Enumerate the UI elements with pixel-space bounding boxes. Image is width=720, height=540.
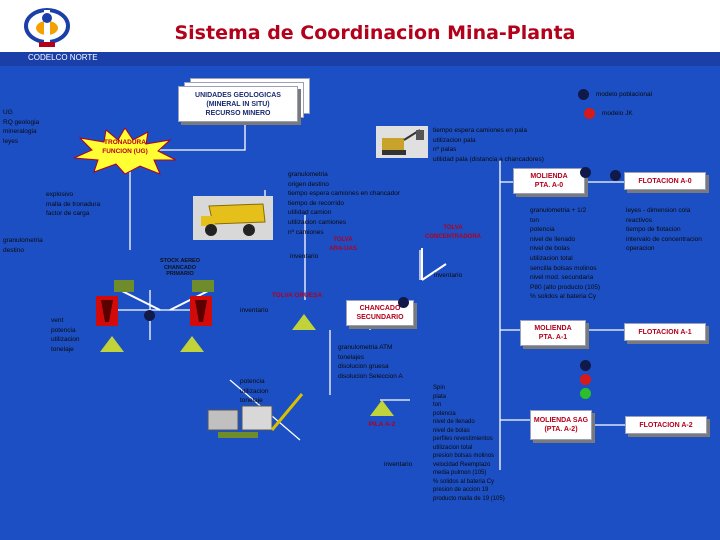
codelco-logo xyxy=(22,6,72,50)
sag-dot-navy xyxy=(580,360,591,371)
inventario-3: inventario xyxy=(434,272,463,279)
haul-truck-icon xyxy=(193,196,273,240)
flotacion-a0-note: leyes - dimension cola reactivos tiempo … xyxy=(626,207,702,253)
legend-poblacional: modelo poblacional xyxy=(596,91,653,98)
pile-1-icon xyxy=(292,314,316,330)
page-title: Sistema de Coordinacion Mina-Planta xyxy=(174,22,576,44)
sag-note: Spin plata ton potencia nivel de llenado… xyxy=(433,385,505,502)
tolva-ara-label: TOLVA ARA-UAS xyxy=(329,237,357,252)
pile-2-icon xyxy=(100,336,124,352)
concentradora-conveyor-icon xyxy=(421,248,447,281)
molienda-sag-box[interactable]: MOLIENDA SAG (PTA. A-2) xyxy=(530,410,592,440)
pila-a2-label: PILA A-2 xyxy=(368,421,396,428)
legend-jk: modelo JK xyxy=(602,110,633,117)
org-bar: CODELCO NORTE xyxy=(0,52,720,66)
geologic-units-box[interactable]: UNIDADES GEOLOGICAS (MINERAL IN SITU) RE… xyxy=(178,86,298,122)
chancado-dot xyxy=(398,297,409,308)
tronadura-burst-icon xyxy=(73,127,177,175)
tronadura-label: TRONADURA FUNCION (UG) xyxy=(102,139,148,155)
molienda-a0-box[interactable]: MOLIENDA PTA. A-0 xyxy=(513,168,585,194)
explosivo-note: explosivo malla de tronadura factor de c… xyxy=(46,191,101,218)
shovel-icon xyxy=(376,126,428,158)
flotacion-a1-box[interactable]: FLOTACION A-1 xyxy=(624,323,706,341)
legend-dot-poblacional xyxy=(578,89,589,100)
pila-a2-icon xyxy=(370,400,394,416)
molienda-a1-box[interactable]: MOLIENDA PTA. A-1 xyxy=(520,320,586,346)
inventario-1: inventario xyxy=(290,253,319,260)
camion-note: granulometria origen destino tiempo espe… xyxy=(288,171,401,236)
chancado-left-note: vent potencia utilizacion tonelaje xyxy=(51,317,80,353)
pala-note: tiempo espera camiones en pala utilizaci… xyxy=(433,127,544,163)
legend-dot-jk xyxy=(584,108,595,119)
org-label: CODELCO NORTE xyxy=(28,53,98,62)
inventario-4: inventario xyxy=(384,461,413,468)
granulometria-note: granulometria destino xyxy=(3,237,43,254)
tolva-gruesa-label: TOLVA GRUESA xyxy=(271,292,323,299)
crusher-2-icon xyxy=(190,296,212,326)
sag-dot-green xyxy=(580,388,591,399)
crusher-1-icon xyxy=(96,296,118,326)
molienda-a0-note: granulometria + 1/2 ton potencia nivel d… xyxy=(530,207,601,301)
chancado-bottom-note: potencia utilizacion tonelaje xyxy=(240,378,269,405)
crusher-dot xyxy=(144,310,155,321)
logo-graphic xyxy=(24,8,70,47)
ug-note: UG RQ geologia mineralogia leyes xyxy=(3,109,40,145)
flotacion-a0-dot xyxy=(610,170,621,181)
tolva-conc-label: TOLVA CONCENTRADORA xyxy=(425,225,481,240)
stock-aereo-label: STOCK AEREO CHANCADO PRIMARIO xyxy=(159,258,201,277)
conveyor-network-icon xyxy=(114,280,214,311)
sag-dot-red xyxy=(580,374,591,385)
pile-3-icon xyxy=(180,336,204,352)
granul-atm-note: granulometria ATM tonelajes disolucion g… xyxy=(338,344,403,380)
molienda-a0-dot xyxy=(580,167,591,178)
inventario-2: inventario xyxy=(240,307,269,314)
flotacion-a0-box[interactable]: FLOTACION A-0 xyxy=(624,172,706,190)
flotacion-a2-box[interactable]: FLOTACION A-2 xyxy=(625,416,707,434)
plant-building-icon xyxy=(207,393,304,438)
